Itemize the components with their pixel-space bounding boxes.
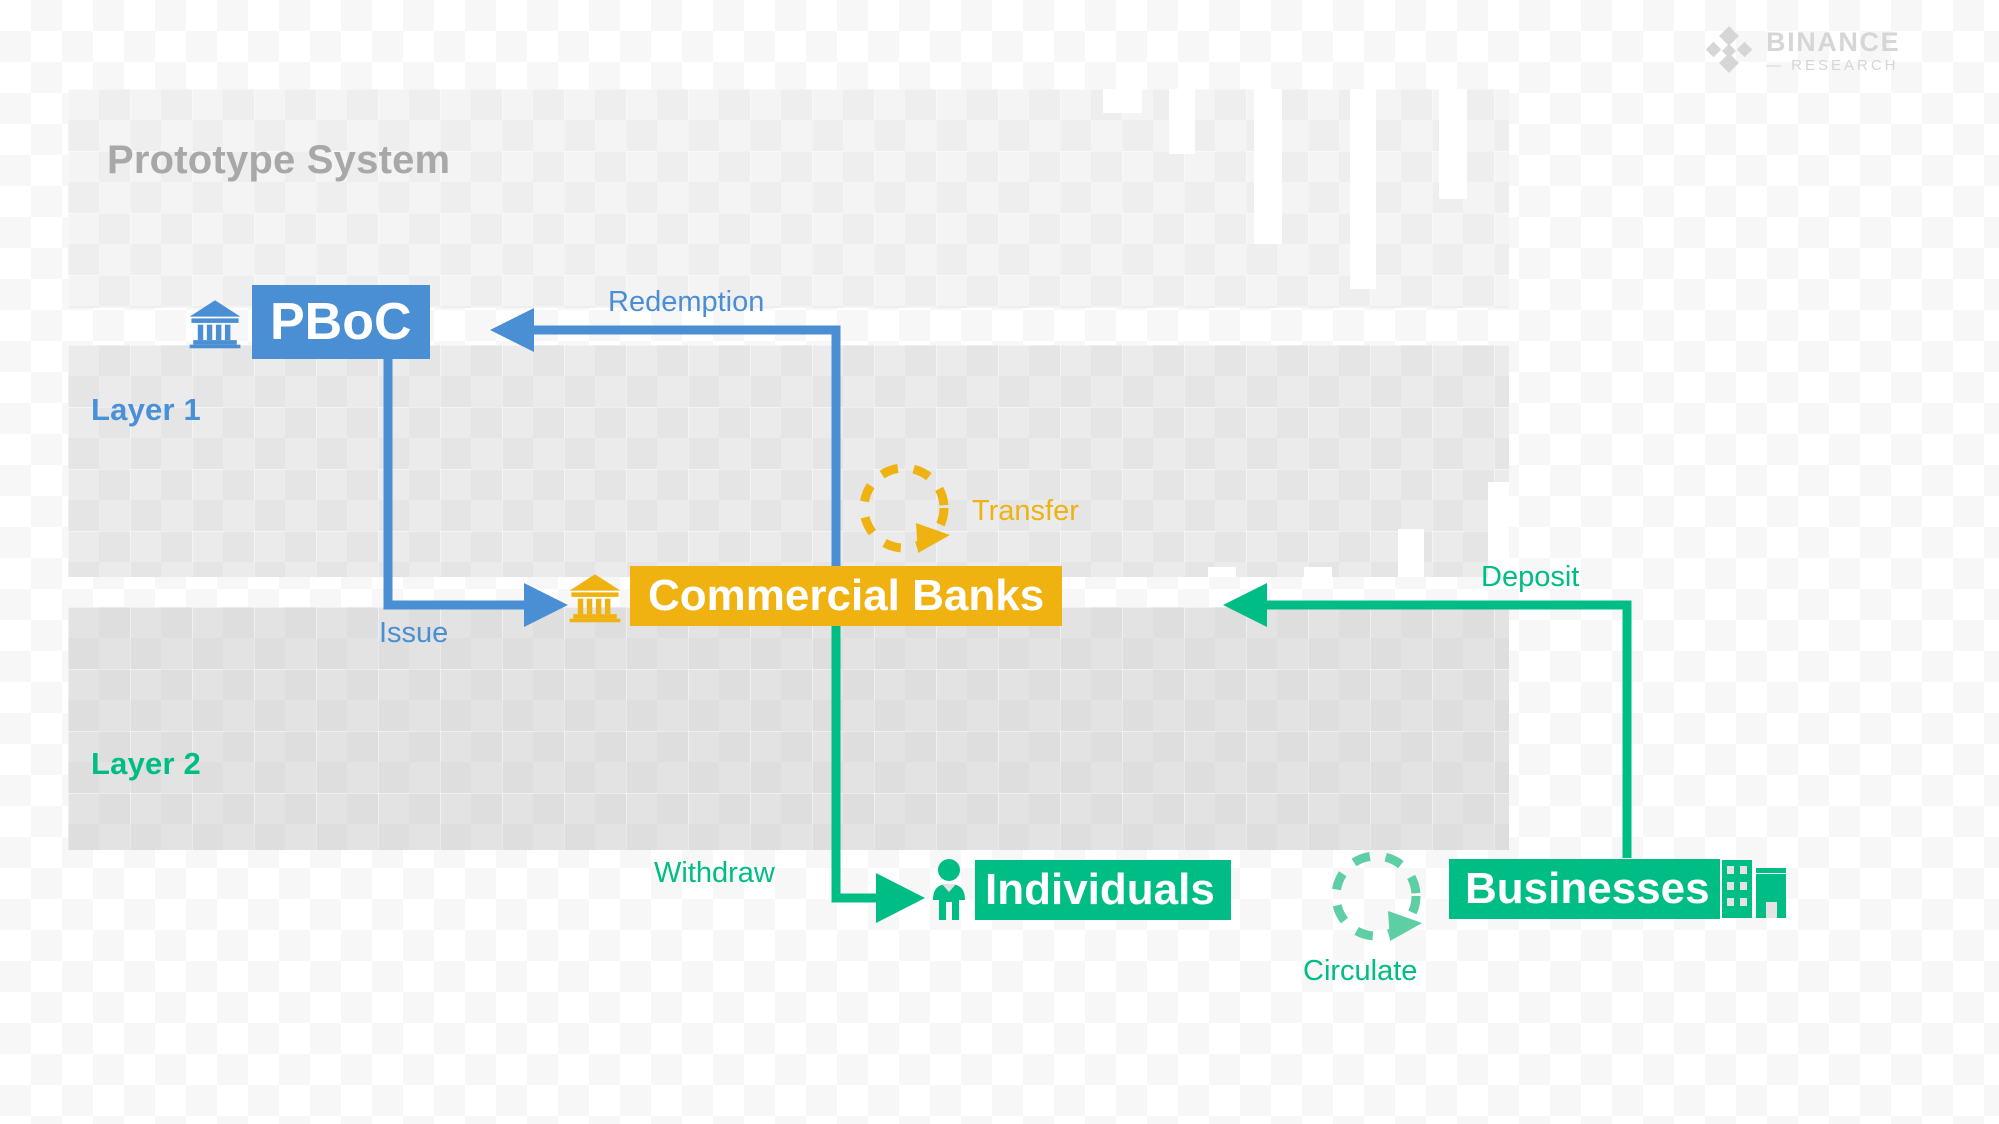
- node-individuals-label: Individuals: [975, 860, 1231, 920]
- skyline-block: [1254, 89, 1282, 244]
- node-businesses[interactable]: Businesses: [1449, 858, 1786, 920]
- skyline-block: [1169, 89, 1195, 154]
- binance-research-logo: BINANCE — RESEARCH: [1704, 26, 1900, 76]
- band-pattern: [68, 607, 1509, 850]
- skyline-block: [1350, 89, 1376, 289]
- band-layer2: [68, 607, 1509, 850]
- edge-label-circulate: Circulate: [1303, 955, 1418, 987]
- skyline-block: [1304, 567, 1332, 577]
- layer-1-label: Layer 1: [91, 392, 201, 427]
- skyline-block: [1398, 529, 1424, 577]
- binance-diamond-logo-icon: [1705, 26, 1753, 73]
- skyline-block: [1208, 567, 1236, 577]
- band-pattern: [68, 345, 1509, 577]
- edge-label-deposit: Deposit: [1481, 561, 1580, 593]
- layer-2-label: Layer 2: [91, 746, 201, 781]
- edge-label-redemption: Redemption: [608, 286, 765, 318]
- node-commercial-banks[interactable]: Commercial Banks: [566, 566, 1063, 626]
- logo-brand-name: BINANCE: [1766, 27, 1901, 57]
- node-individuals[interactable]: Individuals: [925, 858, 1231, 922]
- edge-label-transfer: Transfer: [972, 495, 1079, 527]
- office-buildings-icon: [1721, 860, 1786, 918]
- skyline-block: [1488, 482, 1509, 577]
- edge-label-issue: Issue: [379, 617, 449, 649]
- edge-label-withdraw: Withdraw: [654, 857, 775, 889]
- bank-building-icon: [189, 300, 241, 349]
- page-title: Prototype System: [107, 138, 451, 182]
- band-prototype-system: [68, 89, 1509, 308]
- band-layer1: [68, 345, 1509, 577]
- skyline-block: [1439, 89, 1467, 199]
- node-commercial-banks-label: Commercial Banks: [630, 566, 1063, 626]
- bank-building-icon: [569, 574, 621, 623]
- node-businesses-label: Businesses: [1449, 859, 1720, 919]
- logo-wordmark: BINANCE — RESEARCH: [1766, 27, 1901, 74]
- edge-circulate-loop: [1331, 851, 1422, 941]
- node-pboc[interactable]: PBoC: [186, 285, 430, 359]
- logo-brand-sub: — RESEARCH: [1766, 57, 1899, 74]
- band-pattern: [68, 89, 1509, 308]
- node-pboc-label: PBoC: [252, 285, 430, 359]
- person-icon: [933, 859, 965, 920]
- skyline-block: [1103, 89, 1142, 113]
